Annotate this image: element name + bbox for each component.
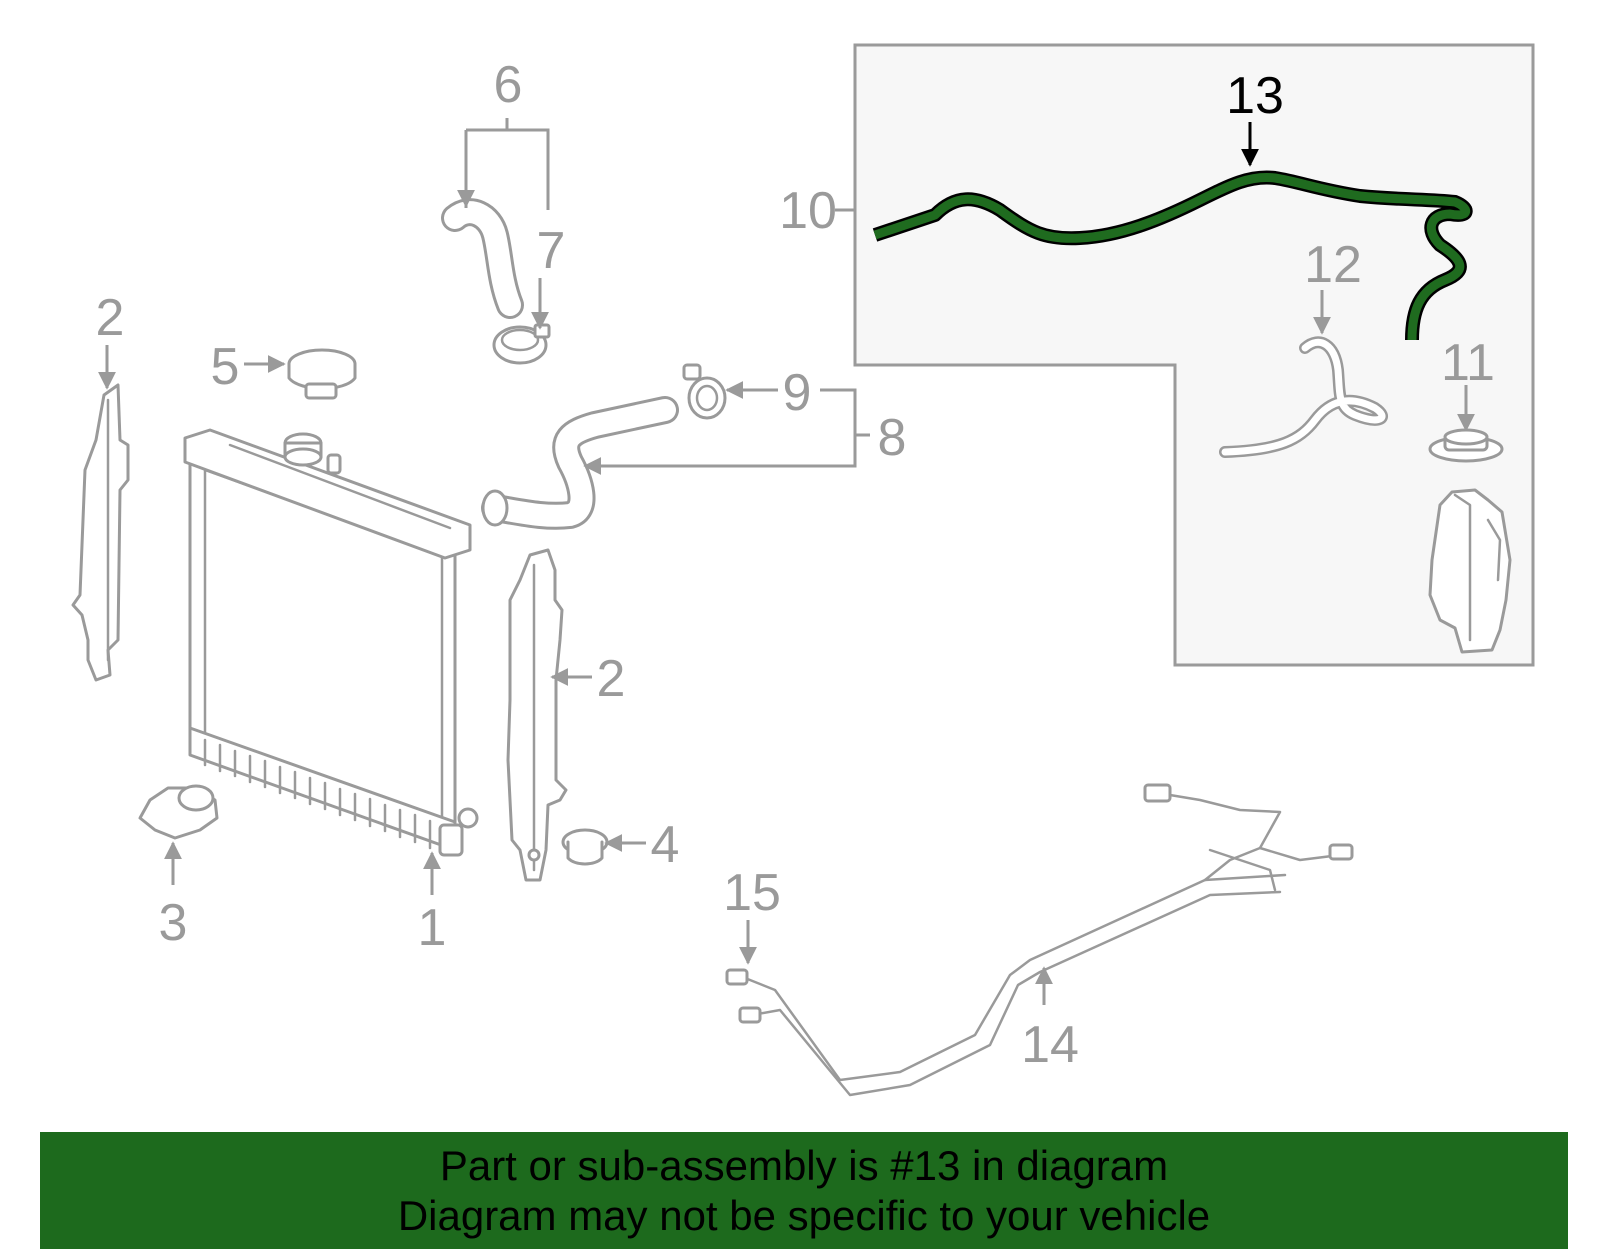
reservoir-cap-11 [1428,428,1504,463]
callout-13: 13 [1226,67,1284,125]
radiator-cap-5 [287,348,357,400]
lower-hose-8 [481,396,679,530]
hose-clamp-9 [682,363,727,420]
callout-5: 5 [211,338,240,396]
callout-15: 15 [723,864,781,922]
coolant-reservoir [1428,488,1512,654]
callout-2-right: 2 [597,650,626,708]
banner-line-disclaimer: Diagram may not be specific to your vehi… [397,1191,1211,1239]
callout-4: 4 [651,816,680,874]
radiator-1 [183,428,479,857]
callout-9: 9 [783,364,812,422]
grommet-4 [561,828,609,866]
upper-hose-6 [441,198,524,319]
air-baffle-2-left [71,383,130,682]
callout-8: 8 [878,409,907,467]
banner-line-part: Part or sub-assembly is #13 in diagram [439,1141,1169,1189]
cooler-lines-14 [725,783,1354,1097]
leader-lines [98,118,1475,1005]
hose-12 [1219,336,1388,458]
callout-6: 6 [494,56,523,114]
callout-12: 12 [1304,236,1362,294]
callout-7: 7 [537,222,566,280]
callout-3: 3 [159,894,188,952]
insulator-3 [138,784,219,840]
callout-14: 14 [1021,1016,1079,1074]
callout-1: 1 [418,899,447,957]
part-info-banner: Part or sub-assembly is #13 in diagram D… [40,1132,1568,1249]
callout-10: 10 [779,182,837,240]
callout-labels: 1 2 2 3 4 5 6 7 8 9 10 11 12 13 14 15 [96,56,1495,1074]
hose-13-highlighted[interactable] [872,170,1473,341]
callout-11: 11 [1441,334,1495,392]
callout-2-left: 2 [96,289,125,347]
hose-clamp-7 [492,323,551,365]
air-baffle-2-right [506,548,568,882]
